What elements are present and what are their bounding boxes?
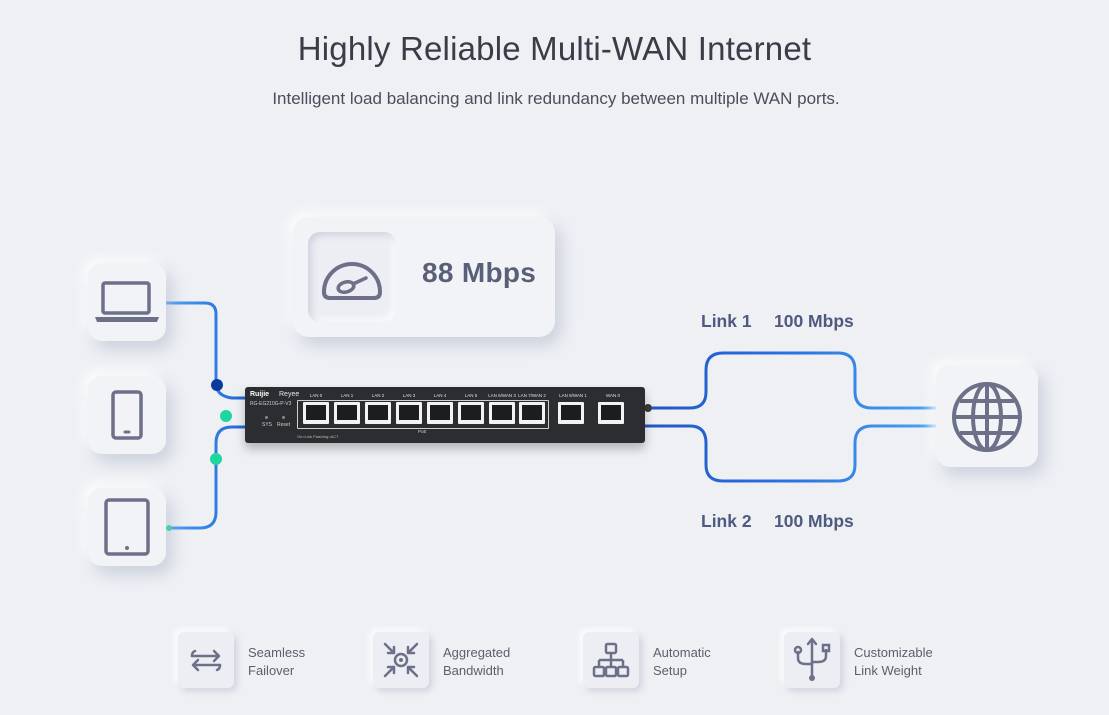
feature-label: Aggregated Bandwidth <box>443 644 553 680</box>
ethernet-port <box>334 402 360 424</box>
sys-led <box>265 416 268 419</box>
phone-card <box>88 376 166 454</box>
feature-label: Seamless Failover <box>248 644 358 680</box>
ethernet-port <box>365 402 391 424</box>
link2-speed: 100 Mbps <box>774 511 854 531</box>
feature-label-line2: Bandwidth <box>443 663 504 678</box>
feature-label: Automatic Setup <box>653 644 763 680</box>
port-label: WAN 0 <box>605 393 621 398</box>
link1-line <box>652 351 938 410</box>
ethernet-port <box>558 402 584 424</box>
node-teal-3 <box>166 525 172 531</box>
ethernet-port <box>458 402 484 424</box>
feature-label-line1: Aggregated <box>443 645 511 660</box>
link2-name: Link 2 <box>701 511 752 531</box>
led-legend: On=Link Flashing=ACT <box>297 434 339 439</box>
port-label: LAN 8/WAN 1 <box>559 393 587 398</box>
feature-icon-box <box>784 632 840 688</box>
ethernet-port <box>489 402 515 424</box>
feature-label-line1: Customizable <box>854 645 933 660</box>
reset-hole <box>282 416 285 419</box>
page-title: Highly Reliable Multi-WAN Internet <box>297 30 812 67</box>
aggregate-arrows-icon <box>383 642 419 678</box>
port-label: LAN 6/WAN 3 <box>488 393 516 398</box>
feature-label-line2: Failover <box>248 663 295 678</box>
globe-icon <box>952 382 1022 452</box>
feature-label: Customizable Link Weight <box>854 644 964 680</box>
ethernet-port <box>598 402 624 424</box>
reset-label: Reset <box>277 422 291 428</box>
feature-label-line1: Seamless <box>248 645 306 660</box>
failover-arrows-icon <box>190 649 222 672</box>
features-row: Seamless Failover Aggregated Bandwidth <box>0 632 1109 692</box>
feature-label-line2: Setup <box>653 663 687 678</box>
node-dark <box>211 379 223 391</box>
hierarchy-icon <box>592 642 630 678</box>
node-teal-2 <box>210 453 222 465</box>
ethernet-port <box>519 402 545 424</box>
phone-icon <box>111 390 143 440</box>
laptop-icon <box>95 281 159 322</box>
port-label: LAN 2 <box>371 393 385 398</box>
feature-icon-box <box>583 632 639 688</box>
router-device: Ruijie Reyee RG-EG210G-P-V3 SYS Reset On… <box>245 387 645 443</box>
port-label: LAN 4 <box>433 393 447 398</box>
node-teal-1 <box>220 410 232 422</box>
feature-icon-box <box>178 632 234 688</box>
port-label: LAN 7/WAN 2 <box>518 393 546 398</box>
sys-label: SYS <box>262 422 273 428</box>
page-subtitle: Intelligent load balancing and link redu… <box>272 89 840 108</box>
ethernet-port <box>396 402 422 424</box>
speed-value: 88 Mbps <box>422 257 537 288</box>
poe-port-group <box>297 400 549 429</box>
tablet-link-line <box>166 425 248 530</box>
ethernet-port <box>303 402 329 424</box>
switch-model: RG-EG210G-P-V3 <box>250 401 292 407</box>
port-label: LAN 0 <box>309 393 323 398</box>
switch-sub-brand: Reyee <box>279 391 300 398</box>
feature-label-line1: Automatic <box>653 645 711 660</box>
port-label: LAN 1 <box>340 393 354 398</box>
link2-line <box>645 424 938 483</box>
feature-icon-box <box>373 632 429 688</box>
laptop-link-line <box>166 301 248 400</box>
tablet-card <box>88 488 166 566</box>
port-label: LAN 3 <box>402 393 416 398</box>
ethernet-port <box>427 402 453 424</box>
feature-label-line2: Link Weight <box>854 663 922 678</box>
switch-brand: Ruijie <box>250 391 270 398</box>
internet-card <box>936 365 1038 467</box>
gauge-container <box>308 232 396 322</box>
poe-label: PoE <box>418 429 427 434</box>
usb-trident-icon <box>793 637 831 681</box>
link1-name: Link 1 <box>701 311 752 331</box>
tablet-icon <box>104 498 150 556</box>
port-label: LAN 5 <box>464 393 478 398</box>
laptop-card <box>88 263 166 341</box>
speed-card: 88 Mbps <box>293 217 555 337</box>
speedometer-icon <box>322 262 382 300</box>
link1-speed: 100 Mbps <box>774 311 854 331</box>
